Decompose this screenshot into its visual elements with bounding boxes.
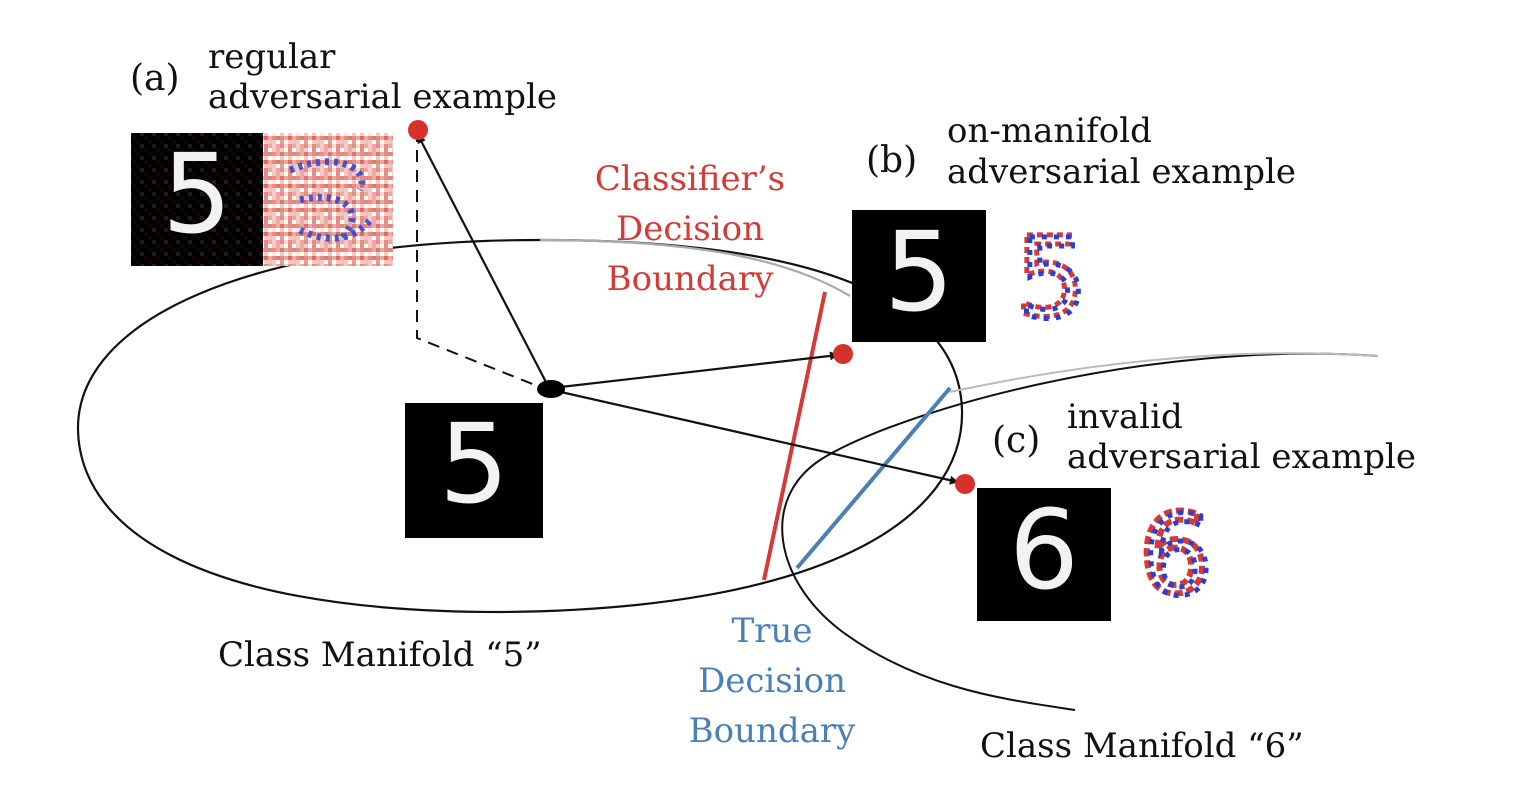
classifier-decision-boundary-line	[762, 291, 827, 581]
svg-text:5: 5	[884, 208, 954, 336]
svg-text:Boundary: Boundary	[607, 259, 775, 299]
svg-text:6: 6	[1009, 486, 1079, 614]
label-c-tag: (c)	[992, 420, 1040, 461]
label-a-line1: regular	[208, 37, 336, 77]
arrow-to-b	[551, 351, 839, 390]
label-a-tag: (a)	[130, 58, 180, 99]
label-b-line1: on-manifold	[947, 111, 1152, 151]
class-manifold-6-label: Class Manifold “6”	[980, 726, 1304, 766]
svg-text:5: 5	[162, 130, 232, 258]
original-sample-point	[537, 380, 565, 398]
svg-text:True: True	[732, 611, 813, 651]
arrow-to-c	[551, 388, 959, 485]
arrow-to-a	[417, 134, 549, 387]
label-a-line2: adversarial example	[208, 77, 557, 117]
classifier-boundary-label: Classifier’s Decision Boundary	[595, 159, 785, 299]
class-manifold-6	[781, 352, 1379, 711]
perturbation-a-noise-icon	[263, 133, 393, 266]
label-b-line2: adversarial example	[947, 152, 1296, 192]
class-manifold-5-label: Class Manifold “5”	[218, 635, 542, 675]
true-decision-boundary-line	[795, 386, 952, 570]
svg-text:5: 5	[439, 400, 509, 528]
digit-image-b: 5	[852, 208, 986, 342]
svg-text:6: 6	[1143, 492, 1213, 620]
svg-text:Classifier’s: Classifier’s	[595, 159, 785, 199]
adversarial-point-b	[833, 344, 853, 364]
digit-image-a: 5	[131, 130, 263, 266]
svg-text:6: 6	[1139, 490, 1209, 618]
svg-text:5: 5	[1015, 213, 1085, 341]
adversarial-point-a	[408, 120, 428, 140]
label-b-tag: (b)	[866, 140, 917, 181]
perturbation-c-icon: 6 6	[1118, 487, 1236, 623]
svg-text:Decision: Decision	[698, 661, 846, 701]
svg-text:5: 5	[1018, 215, 1088, 343]
svg-text:Decision: Decision	[616, 209, 764, 249]
projection-dashed-line	[416, 130, 536, 386]
digit-image-center: 5	[405, 400, 543, 538]
svg-text:Boundary: Boundary	[689, 711, 857, 751]
label-c-line2: adversarial example	[1067, 437, 1416, 477]
adversarial-point-c	[955, 474, 975, 494]
perturbation-b-icon: 5 5	[990, 211, 1108, 346]
true-boundary-label: True Decision Boundary	[689, 611, 857, 751]
label-c-line1: invalid	[1067, 397, 1183, 437]
digit-image-c: 6	[977, 486, 1111, 621]
